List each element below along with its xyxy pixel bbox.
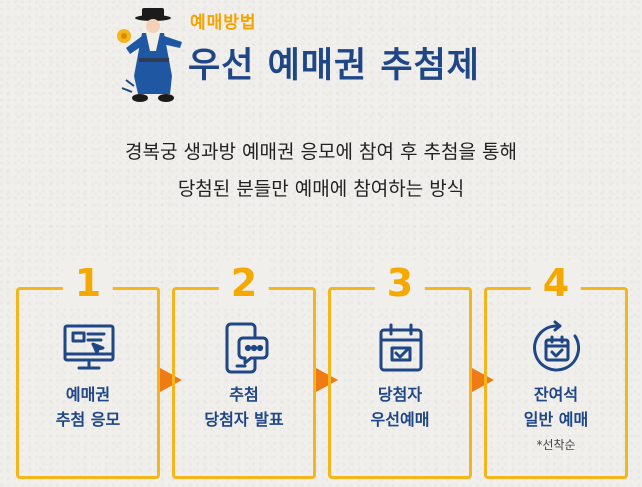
step-number: 2 (218, 260, 270, 306)
step-label-line-1: 예매권 (65, 385, 111, 404)
step-label-line-2: 추첨 응모 (55, 410, 121, 429)
page-title: 우선 예매권 추첨제 (188, 46, 480, 86)
step-label-line-2: 우선예매 (370, 410, 430, 429)
arrow-right-icon (472, 368, 494, 392)
step-card-2: 2 추첨 당첨자 발표 (172, 260, 316, 479)
step-card-3: 3 당첨자 우선예매 (328, 260, 472, 479)
step-label-line-2: 일반 예매 (523, 410, 589, 429)
step-label-line-1: 추첨 (229, 385, 259, 404)
first-come-note: *선착순 (536, 438, 576, 452)
step-card-4: 4 잔여석 일반 예매 *선착순 (484, 260, 628, 479)
calendar-refresh-icon (533, 320, 581, 372)
step-label: 잔여석 일반 예매 (487, 382, 625, 432)
calendar-check-icon (379, 323, 423, 372)
step-label-line-2: 당첨자 발표 (204, 410, 284, 429)
step-label-line-1: 잔여석 (533, 385, 579, 404)
arrow-right-icon (160, 368, 182, 392)
step-number: 1 (62, 260, 114, 306)
joseon-character-illustration (117, 8, 182, 102)
step-number: 4 (530, 260, 582, 306)
monitor-ticket-icon (63, 324, 115, 370)
description-line-1: 경복궁 생과방 예매권 응모에 참여 후 추첨을 통해 (125, 141, 517, 163)
step-label-line-1: 당첨자 (377, 385, 423, 404)
step-label: 당첨자 우선예매 (331, 382, 469, 432)
arrow-right-icon (316, 368, 338, 392)
step-card-1: 1 예매권 추첨 응모 (16, 260, 160, 479)
step-label: 추첨 당첨자 발표 (175, 382, 313, 432)
step-label: 예매권 추첨 응모 (19, 382, 157, 432)
section-subtitle: 예매방법 (190, 13, 257, 33)
phone-message-icon (225, 322, 269, 374)
description-line-2: 당첨된 분들만 예매에 참여하는 방식 (177, 178, 465, 200)
step-number: 3 (374, 260, 426, 306)
